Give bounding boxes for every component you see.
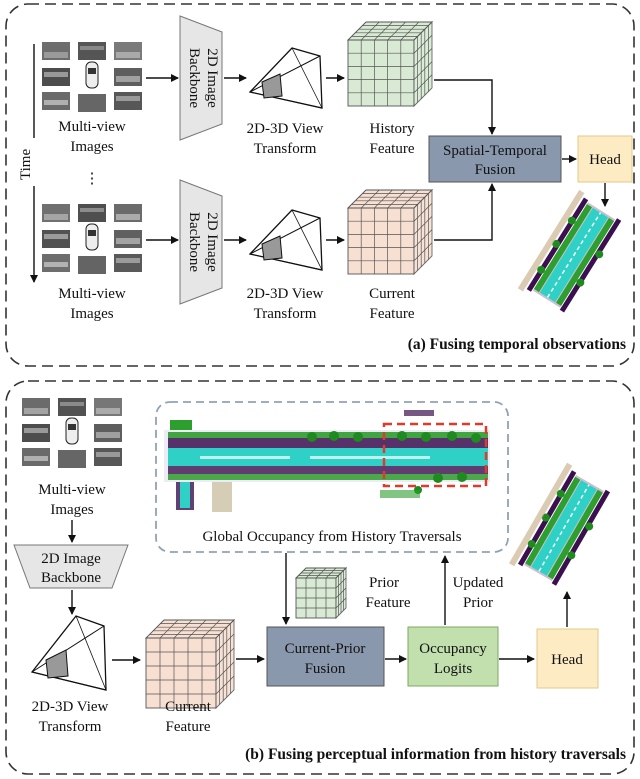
caption-b: (b) Fusing perceptual information from h… xyxy=(245,746,626,763)
occupancy-logits-box xyxy=(407,626,499,687)
backbone-bottom-line1: 2D Image xyxy=(204,212,220,272)
current-prior-fusion-box xyxy=(266,626,385,687)
fusion-b-line1: Current-Prior xyxy=(285,641,366,657)
multiview-top-line2: Images xyxy=(70,139,113,155)
history-feature-cube xyxy=(346,20,434,108)
head-box-a xyxy=(577,135,633,183)
view-transform-top xyxy=(248,47,323,109)
spatial-temporal-fusion-box xyxy=(428,135,562,183)
current-feature-line1: Current xyxy=(369,286,416,302)
view-transform-b-line1: 2D-3D View xyxy=(32,699,109,715)
current-feature-line2: Feature xyxy=(370,306,415,322)
view-transform-bottom xyxy=(248,209,323,271)
multiview-bottom-line2: Images xyxy=(70,306,113,322)
panel-b-border xyxy=(5,380,635,775)
multiview-b-line2: Images xyxy=(50,502,93,518)
backbone-b xyxy=(13,544,129,589)
view-transform-bottom-line1: 2D-3D View xyxy=(247,286,324,302)
multiview-images-top xyxy=(42,42,142,112)
car-icon xyxy=(65,417,79,445)
backbone-b-line1: 2D Image xyxy=(41,551,101,567)
backbone-b-line2: Backbone xyxy=(41,570,101,586)
ellipsis-dots: ⋮ xyxy=(85,171,100,187)
global-occupancy-label: Global Occupancy from History Traversals xyxy=(202,529,461,545)
current-feature-b-line1: Current xyxy=(165,699,212,715)
multiview-top-line1: Multi-view xyxy=(58,119,126,135)
current-feature-b-line2: Feature xyxy=(166,719,211,735)
global-occupancy-map xyxy=(164,410,490,512)
backbone-bottom xyxy=(179,179,223,305)
multiview-bottom-line1: Multi-view xyxy=(58,286,126,302)
view-transform-top-line2: Transform xyxy=(254,141,317,157)
arrow-current-fusion xyxy=(434,183,496,241)
prior-feature-line2: Feature xyxy=(366,595,411,611)
view-transform-top-line1: 2D-3D View xyxy=(247,121,324,137)
backbone-top-line1: 2D Image xyxy=(204,48,220,108)
history-feature-line2: Feature xyxy=(370,141,415,157)
occupancy-output-b xyxy=(509,462,611,586)
history-feature-line1: History xyxy=(370,121,416,137)
head-a-label: Head xyxy=(589,152,621,168)
occupancy-output-a xyxy=(517,189,622,313)
panel-a-border xyxy=(5,3,635,367)
time-label: Time xyxy=(18,149,34,180)
prior-feature-line1: Prior xyxy=(369,575,399,591)
logits-line2: Logits xyxy=(434,661,472,677)
head-box-b xyxy=(536,628,599,689)
updated-prior-line2: Prior xyxy=(463,595,493,611)
fusion-a-line2: Fusion xyxy=(475,162,516,178)
backbone-top-line2: Backbone xyxy=(186,48,202,108)
fusion-b-line2: Fusion xyxy=(305,661,346,677)
backbone-bottom-line2: Backbone xyxy=(186,212,202,272)
multiview-images-b xyxy=(22,398,122,468)
prior-feature-cube xyxy=(294,566,348,620)
backbone-top xyxy=(179,15,223,141)
current-feature-cube xyxy=(346,188,434,276)
head-b-label: Head xyxy=(551,652,583,668)
car-icon xyxy=(85,61,99,89)
multiview-images-bottom xyxy=(42,204,142,274)
fusion-a-line1: Spatial-Temporal xyxy=(443,143,547,159)
caption-a: (a) Fusing temporal observations xyxy=(408,336,626,353)
multiview-b-line1: Multi-view xyxy=(38,482,106,498)
arrow-history-fusion xyxy=(434,79,496,135)
logits-line1: Occupancy xyxy=(419,641,487,657)
view-transform-b xyxy=(30,615,107,691)
car-icon xyxy=(85,223,99,251)
view-transform-bottom-line2: Transform xyxy=(254,306,317,322)
view-transform-b-line2: Transform xyxy=(39,719,102,735)
current-feature-cube-b xyxy=(144,618,236,710)
updated-prior-line1: Updated xyxy=(453,575,504,591)
highlight-region xyxy=(382,422,488,488)
